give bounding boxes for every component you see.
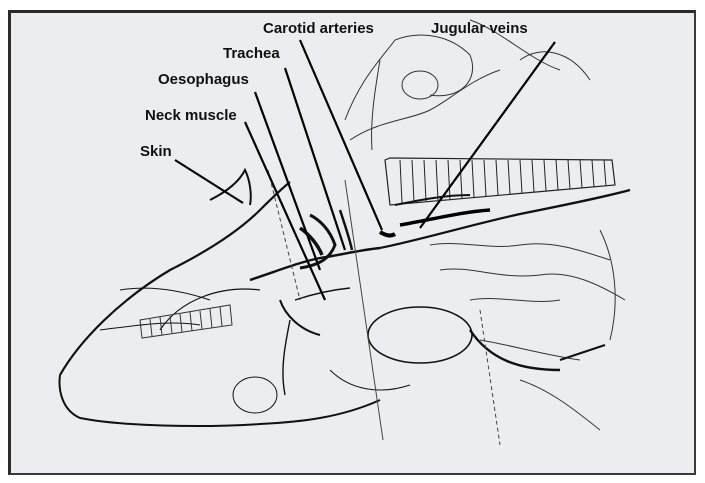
label-neck-muscle: Neck muscle [145,107,237,124]
leader-oesophagus [255,92,320,270]
label-oesophagus: Oesophagus [158,71,249,88]
spine-vertebrae [385,158,615,205]
label-jugular-veins: Jugular veins [431,20,528,37]
shoulder-sketch [345,20,590,150]
teeth [140,305,232,338]
leader-skin [175,160,243,203]
label-skin: Skin [140,143,172,160]
label-carotid-arteries: Carotid arteries [263,20,374,37]
leader-carotid [300,40,382,230]
leader-jugular [420,42,555,228]
body-cavity-sketch [430,230,625,430]
labels: Carotid arteries Jugular veins Trachea O… [140,20,528,160]
leader-trachea [285,68,345,250]
head-neck-outline [60,170,630,426]
label-trachea: Trachea [223,45,280,62]
leader-neck-muscle [245,122,325,300]
